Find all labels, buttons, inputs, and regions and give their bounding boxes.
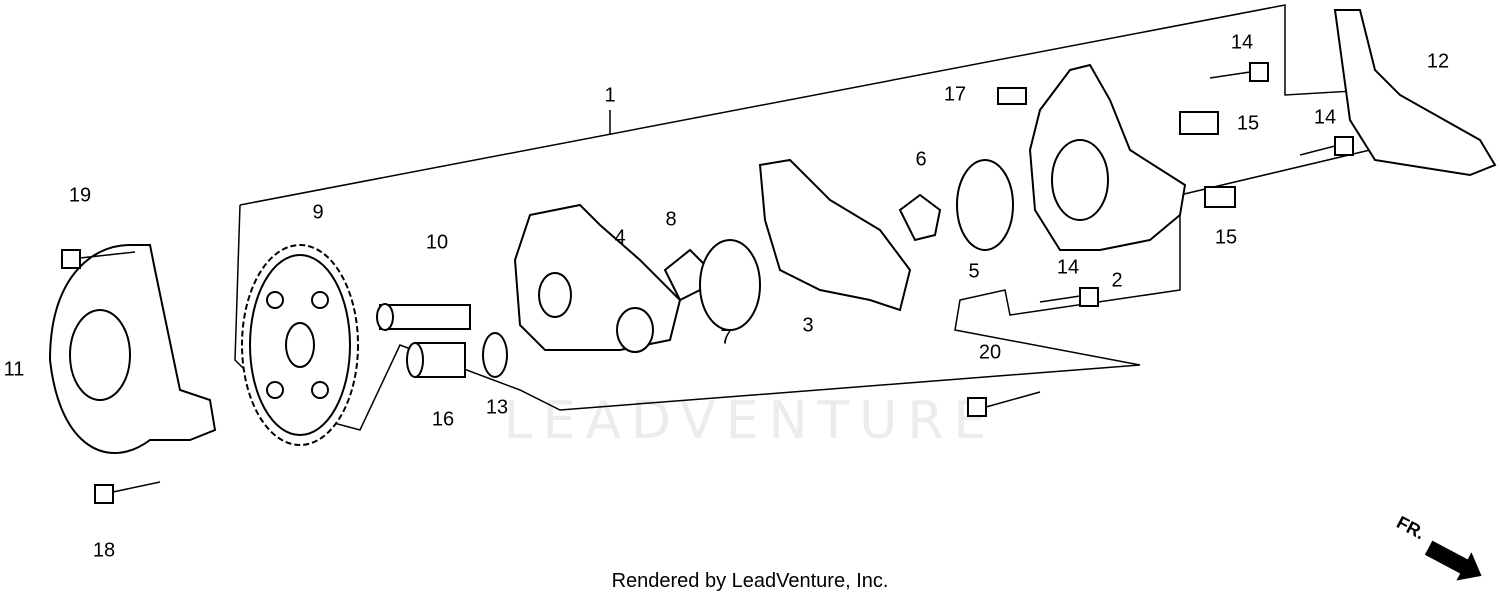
callout-1: 1 [604,84,615,106]
callout-14-bottom: 14 [1057,256,1079,278]
part-9-gear [241,244,359,446]
callout-11: 11 [4,358,25,380]
callout-15-top: 15 [1237,112,1259,134]
part-5-outer-rotor [956,159,1014,251]
footer-credit: Rendered by LeadVenture, Inc. [611,570,889,592]
callout-16: 16 [432,408,454,430]
fr-label: FR. [1393,512,1428,543]
callout-5: 5 [968,260,979,282]
callout-2: 2 [1111,269,1122,291]
part-6-inner-rotor [898,193,942,242]
callout-7: 7 [720,326,731,348]
callout-4: 4 [614,226,625,248]
dowel-15-bottom [1204,186,1236,208]
bolt-18 [94,481,161,504]
callout-3: 3 [802,314,813,336]
bolt-19 [61,249,136,269]
callout-20: 20 [979,341,1001,363]
part-11-cover [48,244,217,454]
dowel-17 [997,87,1027,105]
callout-14-top: 14 [1231,31,1253,53]
callout-15-bottom: 15 [1215,226,1237,248]
callout-8: 8 [665,208,676,230]
part-3-plate [758,158,912,312]
bolt-14-bottom [1039,287,1099,307]
bolt-20 [967,391,1041,417]
callout-17: 17 [944,83,966,105]
watermark: LEADVENTURE [504,391,997,451]
bolt-14-top [1209,62,1269,82]
callout-18: 18 [93,539,115,561]
part-16-bushing [406,342,466,378]
callout-6: 6 [915,148,926,170]
callout-9: 9 [312,201,323,223]
dowel-15-top [1179,111,1219,135]
callout-12: 12 [1427,50,1449,72]
callout-13: 13 [486,396,508,418]
arrow-icon [1424,540,1482,581]
part-2-housing [1028,63,1187,251]
bolt-14-right [1299,136,1354,156]
part-13-ring [482,332,508,378]
part-4-pump-body [513,203,682,353]
callout-14-right: 14 [1314,106,1336,128]
part-10-pin [376,303,471,331]
callout-10: 10 [426,231,448,253]
callout-19: 19 [69,184,91,206]
part-7-outer-rotor [699,239,761,331]
part-12-bracket [1333,9,1497,177]
